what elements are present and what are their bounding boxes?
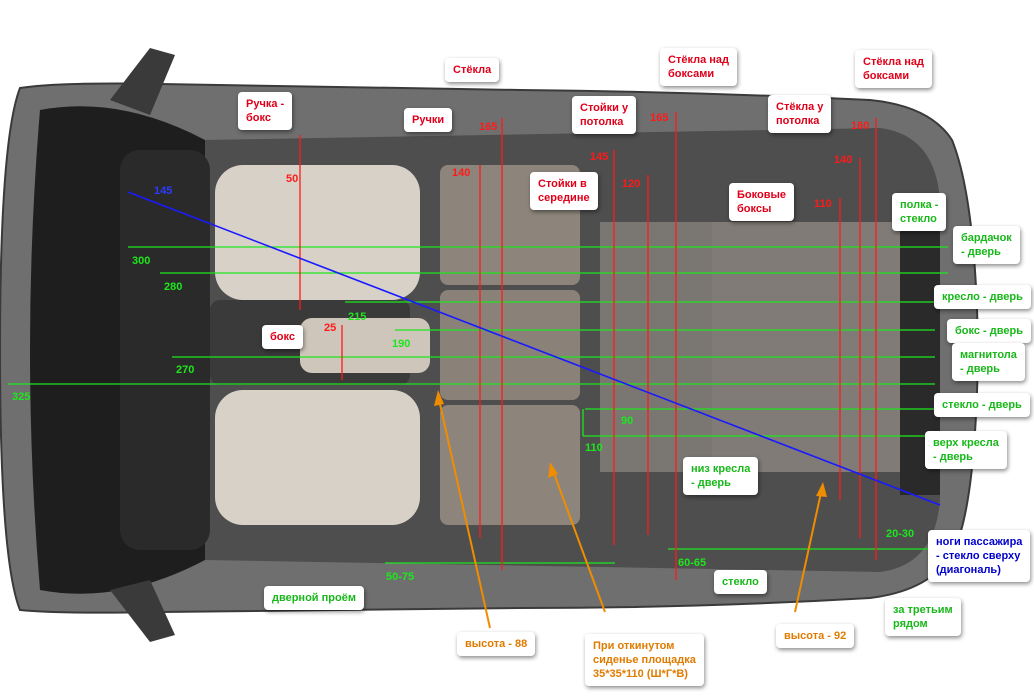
second-row-seat-middle (440, 290, 580, 400)
measure-red-145: 145 (590, 151, 609, 163)
measure-green-110: 110 (585, 442, 603, 454)
measure-green-20-30: 20-30 (886, 528, 915, 540)
measure-red-165b: 165 (650, 112, 669, 124)
callout-behind-third-row: за третьим рядом (885, 598, 961, 636)
callout-shelf-glass: полка - стекло (892, 193, 947, 231)
arrowhead-platform (548, 462, 558, 478)
dashboard (120, 150, 210, 550)
arrowhead-height-92 (816, 482, 827, 497)
measure-green-270: 270 (176, 364, 195, 376)
green-lines (8, 246, 948, 564)
callout-legs-passenger: ноги пассажира - стекло сверху (диагонал… (928, 530, 1031, 582)
callout-door-opening: дверной проём (264, 586, 364, 610)
measure-red-120: 120 (622, 178, 641, 190)
callout-handle-box: Ручка - бокс (238, 92, 293, 130)
measure-green-190: 190 (392, 338, 411, 350)
measure-green-50-75: 50-75 (386, 571, 415, 583)
mirror-left (110, 48, 175, 115)
callout-box-door: бокс - дверь (947, 319, 1031, 343)
measure-green-325: 325 (12, 391, 31, 403)
callout-glass-bottom: стекло (714, 570, 767, 594)
callout-glass-ceiling: Стёкла у потолка (768, 95, 832, 133)
car-top-view (0, 48, 980, 642)
measure-green-280: 280 (164, 281, 183, 293)
callout-platform: При откинутом сиденье площадка 35*35*110… (585, 634, 704, 686)
callout-side-boxes: Боковые боксы (729, 183, 794, 221)
measure-red-50: 50 (286, 173, 299, 185)
callout-handles: Ручки (404, 108, 453, 132)
callout-height-92: высота - 92 (776, 624, 855, 648)
callout-seat-bottom-door: низ кресла - дверь (683, 457, 759, 495)
callout-glovebox-door: бардачок - дверь (953, 226, 1020, 264)
front-seat-left (215, 165, 420, 300)
callout-glass-above-boxes-1: Стёкла над боксами (660, 48, 737, 86)
measure-green-90: 90 (621, 415, 634, 427)
cargo-floor-rear (712, 222, 900, 472)
callout-glass-above-boxes-2: Стёкла над боксами (855, 50, 932, 88)
front-seat-right (215, 390, 420, 525)
measure-blue-145: 145 (154, 185, 173, 197)
blue-diagonal-line (127, 191, 941, 506)
measure-red-110: 110 (814, 198, 832, 210)
callout-seat-top-door: верх кресла - дверь (925, 431, 1007, 469)
measure-green-60-65: 60-65 (678, 557, 707, 569)
callout-height-88: высота - 88 (457, 632, 536, 656)
arrow-height-92 (794, 487, 823, 613)
callout-pillars-ceiling-1: Стойки у потолка (572, 96, 637, 134)
arrow-platform (551, 467, 606, 613)
callout-radio-door: магнитола - дверь (952, 343, 1025, 381)
measure-red-165a: 165 (479, 121, 498, 133)
callout-glass: Стёкла (445, 58, 500, 82)
callout-box: бокс (262, 325, 303, 349)
callout-pillars-middle: Стойки в середине (530, 172, 598, 210)
measure-red-140b: 140 (834, 154, 853, 166)
orange-arrows (434, 390, 827, 629)
callout-glass-door: стекло - дверь (934, 393, 1030, 417)
callout-seat-door: кресло - дверь (934, 285, 1031, 309)
measure-red-25: 25 (324, 322, 337, 334)
measure-red-160: 160 (851, 120, 870, 132)
mirror-right (110, 580, 175, 642)
arrowhead-height-88 (434, 390, 444, 406)
measure-red-140a: 140 (452, 167, 471, 179)
second-row-seat-bottom (440, 405, 580, 525)
measure-green-215: 215 (348, 311, 367, 323)
armrest (300, 318, 430, 373)
arrow-height-88 (437, 394, 491, 629)
measure-green-300: 300 (132, 255, 151, 267)
